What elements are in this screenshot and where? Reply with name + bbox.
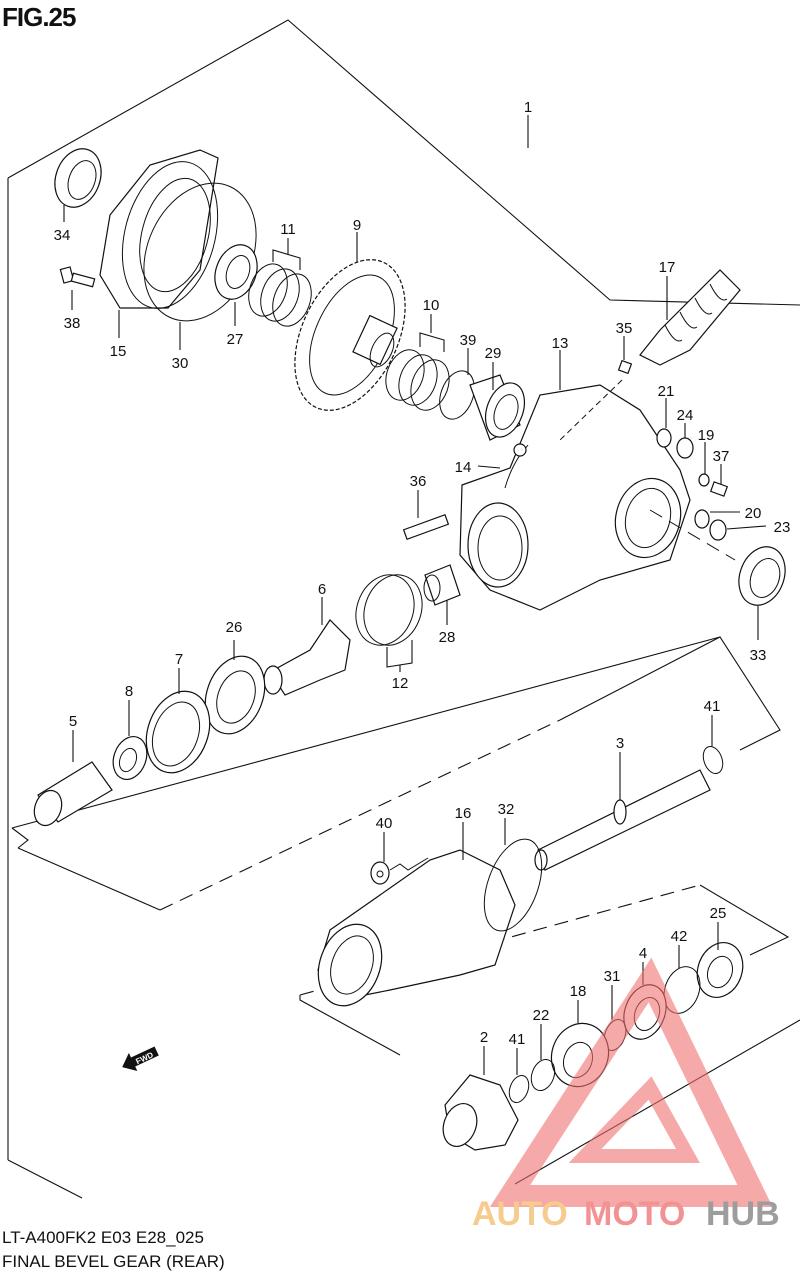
watermark-triangle-inner (568, 1076, 700, 1163)
part-29-needle-bearing (469, 362, 526, 441)
label-41-lower: 41 (509, 1031, 526, 1048)
label-14: 14 (455, 459, 472, 476)
watermark-auto: AUTO (472, 1195, 568, 1233)
automotohub-watermark: AUTO MOTO HUB (472, 957, 780, 1233)
part-7-bearing (145, 668, 211, 774)
label-37: 37 (713, 448, 730, 465)
label-2: 2 (480, 1029, 488, 1046)
part-21-gasket (656, 398, 672, 448)
part-28-needle-bearing (423, 564, 461, 625)
part-17-boot (639, 269, 741, 366)
part-20-gasket (694, 509, 740, 529)
part-27-bearing (214, 244, 258, 326)
forward-direction-arrow-icon: FWD (122, 1046, 159, 1072)
part-2-boot (442, 1046, 519, 1151)
part-9-bevel-gear (294, 232, 406, 411)
part-34-oil-seal (54, 148, 102, 222)
part-12-shims (355, 574, 423, 672)
label-28: 28 (439, 629, 456, 646)
label-24: 24 (677, 407, 694, 424)
part-36-stud (402, 490, 450, 540)
part-35-clamp (559, 336, 633, 441)
label-18: 18 (570, 983, 587, 1000)
part-37-bolt (709, 464, 729, 497)
label-22: 22 (533, 1007, 550, 1024)
label-38: 38 (64, 315, 81, 332)
label-42: 42 (671, 928, 688, 945)
part-15-gear-case-cover (99, 149, 219, 338)
part-8-spacer (112, 700, 148, 780)
part-16-final-drive-housing (317, 822, 516, 1007)
part-19-gasket (698, 442, 710, 487)
part-25-bearing (696, 922, 744, 998)
label-34: 34 (54, 227, 71, 244)
label-27: 27 (227, 331, 244, 348)
label-5: 5 (69, 713, 77, 730)
label-16: 16 (455, 805, 472, 822)
part-13-gear-case (459, 350, 691, 611)
label-11: 11 (280, 221, 296, 238)
subframe-input (11, 636, 781, 911)
label-25: 25 (710, 905, 727, 922)
part-41-circlip-upper (702, 715, 724, 775)
label-6: 6 (318, 581, 326, 598)
part-33-oil-seal (649, 509, 786, 640)
label-30: 30 (172, 355, 189, 372)
fwd-label: FWD (134, 1050, 155, 1066)
watermark-triangle-outer (489, 957, 773, 1207)
part-5-needle-sleeve (33, 730, 113, 827)
label-3: 3 (616, 735, 624, 752)
part-10-shims (385, 314, 450, 411)
label-21: 21 (658, 383, 675, 400)
part-14-breather (477, 443, 529, 489)
part-11-shims (248, 238, 312, 327)
label-32: 32 (498, 801, 515, 818)
part-labels: 1 34 38 15 30 27 11 9 10 39 29 13 35 17 … (54, 99, 791, 1048)
label-10: 10 (423, 297, 440, 314)
watermark-moto: MOTO (584, 1195, 685, 1233)
label-4: 4 (639, 945, 647, 962)
label-12: 12 (392, 675, 409, 692)
label-41-upper: 41 (704, 698, 721, 715)
label-13: 13 (552, 335, 569, 352)
label-19: 19 (698, 427, 715, 444)
label-33: 33 (750, 647, 767, 664)
part-40-nut (370, 832, 429, 885)
part-24-plug (676, 423, 694, 459)
label-39: 39 (460, 332, 477, 349)
watermark-hub: HUB (706, 1195, 780, 1233)
part-26-bearing (204, 640, 266, 735)
part-38-bolt (59, 266, 96, 310)
label-26: 26 (226, 619, 243, 636)
label-23: 23 (774, 519, 791, 536)
label-40: 40 (376, 815, 393, 832)
part-41-circlip-lower (508, 1048, 530, 1104)
part-39-shim (439, 348, 475, 420)
label-7: 7 (175, 651, 183, 668)
model-code: LT-A400FK2 E03 E28_025 (2, 1228, 204, 1247)
part-3-output-shaft (534, 752, 711, 871)
label-17: 17 (659, 259, 676, 276)
label-8: 8 (125, 683, 133, 700)
figure-title: FIG.25 (2, 2, 76, 32)
label-15: 15 (110, 343, 127, 360)
label-35: 35 (616, 320, 633, 337)
label-20: 20 (745, 505, 762, 522)
part-22-washer (530, 1024, 556, 1091)
part-6-drive-bevel-pinion (263, 597, 351, 696)
label-36: 36 (410, 473, 427, 490)
part-23-plug (709, 519, 767, 541)
label-31: 31 (604, 968, 621, 985)
label-1: 1 (524, 99, 532, 116)
figure-caption: FINAL BEVEL GEAR (REAR) (2, 1252, 225, 1271)
label-9: 9 (353, 217, 361, 234)
part-32-o-ring (483, 818, 543, 932)
label-29: 29 (485, 345, 502, 362)
